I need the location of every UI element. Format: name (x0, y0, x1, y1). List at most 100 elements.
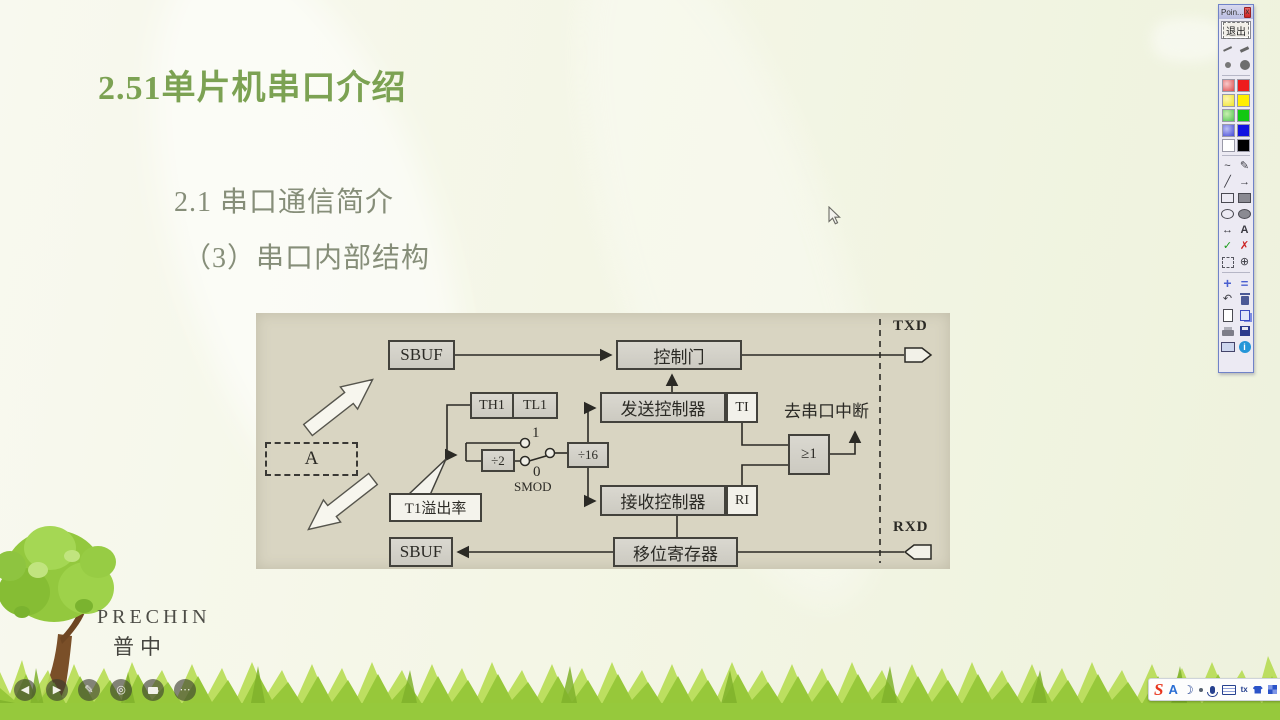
microphone-icon[interactable] (1207, 685, 1219, 697)
color-green-soft[interactable] (1222, 109, 1235, 122)
back-icon: ◀ (20, 683, 30, 696)
pen-tool[interactable]: ✎ (1237, 159, 1252, 173)
toolbar-titlebar[interactable]: Poin... x (1219, 5, 1253, 19)
exit-button-label: 退出 (1223, 21, 1249, 39)
input-method-bar: S A ☽ tx (1148, 678, 1280, 701)
check-tool[interactable]: ✓ (1220, 239, 1235, 253)
monitor-icon (1220, 342, 1235, 352)
equals-icon: = (1240, 275, 1249, 291)
media-controls: ◀ ▶ ✎ ◎ ⋯ (14, 679, 196, 701)
color-red-solid[interactable] (1237, 79, 1250, 92)
color-red-soft[interactable] (1222, 79, 1235, 92)
diagram-connectors (302, 319, 933, 563)
stroke-thin-button[interactable] (1220, 42, 1235, 56)
th1-box: TH1 (470, 392, 514, 419)
select-tool[interactable] (1220, 255, 1235, 269)
page-icon (1222, 308, 1233, 322)
ri-flag-box: RI (726, 485, 758, 516)
zoom-in-button[interactable]: + (1220, 276, 1235, 290)
print-button[interactable] (1220, 324, 1235, 338)
switch-position-1-label: 1 (532, 425, 540, 441)
color-yellow-soft[interactable] (1222, 94, 1235, 107)
color-black[interactable] (1237, 139, 1250, 152)
camera-button[interactable] (142, 679, 164, 701)
switch-position-0-label: 0 (533, 464, 541, 480)
color-white[interactable] (1222, 139, 1235, 152)
toolbox-icon[interactable] (1267, 685, 1277, 694)
undo-button[interactable]: ↶ (1220, 292, 1235, 306)
control-gate-box: 控制门 (616, 340, 742, 370)
sbuf-receive-box: SBUF (389, 537, 453, 567)
freehand-tool[interactable]: ~ (1220, 159, 1235, 173)
more-button[interactable]: ⋯ (174, 679, 196, 701)
stroke-thick-icon (1239, 45, 1250, 53)
screen-button[interactable] (1220, 340, 1235, 354)
exit-button[interactable]: 退出 (1221, 21, 1251, 39)
play-button[interactable]: ▶ (46, 679, 68, 701)
toolbar-divider (1222, 272, 1250, 273)
arrow-tool[interactable]: → (1237, 175, 1252, 189)
soft-keyboard-icon[interactable] (1221, 684, 1236, 695)
filled-ellipse-icon (1238, 209, 1251, 219)
color-blue-soft[interactable] (1222, 124, 1235, 137)
fullwidth-moon-icon[interactable]: ☽ (1182, 682, 1194, 697)
pen-size-small-button[interactable] (1220, 58, 1235, 72)
undo-icon: ↶ (1222, 292, 1233, 305)
skin-icon[interactable] (1252, 685, 1263, 694)
save-button[interactable] (1237, 324, 1252, 338)
line-tool[interactable]: ╱ (1220, 175, 1235, 189)
punctuation-icon[interactable] (1198, 687, 1203, 692)
annotate-button[interactable]: ✎ (78, 679, 100, 701)
copy-page-button[interactable] (1237, 308, 1252, 322)
input-mode-icon[interactable]: tx (1240, 684, 1248, 694)
sogou-logo-icon[interactable]: S (1154, 680, 1164, 699)
back-button[interactable]: ◀ (14, 679, 36, 701)
tree-illustration (0, 526, 116, 696)
text-tool-icon: A (1240, 223, 1249, 236)
sbuf-transmit-box: SBUF (388, 340, 455, 370)
text-tool[interactable]: A (1237, 223, 1252, 237)
close-icon: x (1245, 6, 1250, 16)
double-arrow-tool[interactable]: ↔ (1220, 223, 1235, 237)
ellipse-tool[interactable] (1220, 207, 1235, 221)
tl1-box: TL1 (512, 392, 558, 419)
filled-ellipse-tool[interactable] (1237, 207, 1252, 221)
pen-size-large-icon (1239, 60, 1250, 70)
cross-tool[interactable]: ✗ (1237, 239, 1252, 253)
stroke-thick-button[interactable] (1237, 42, 1252, 56)
close-button[interactable]: x (1243, 6, 1251, 18)
save-icon (1239, 326, 1250, 336)
watermark (1152, 18, 1224, 62)
ellipse-icon (1221, 209, 1234, 219)
clear-button[interactable] (1237, 292, 1252, 306)
bus-arrow-down-icon (307, 472, 379, 531)
brand-logo-cn: 普中 (113, 635, 167, 659)
shift-register-box: 移位寄存器 (613, 537, 738, 567)
color-green-solid[interactable] (1237, 109, 1250, 122)
ime-language-icon[interactable]: A (1168, 682, 1178, 697)
to-serial-interrupt-label: 去串口中断 (784, 402, 869, 421)
stroke-thin-icon (1223, 46, 1232, 52)
pencil-icon: ✎ (84, 683, 94, 696)
zoom-reset-button[interactable]: = (1237, 276, 1252, 290)
play-icon: ▶ (52, 683, 62, 696)
color-blue-solid[interactable] (1237, 124, 1250, 137)
rectangle-icon (1221, 193, 1234, 203)
bus-arrow-up-icon (302, 378, 374, 437)
slide-subtitle-2: （3）串口内部结构 (183, 243, 431, 274)
line-icon: ╱ (1224, 175, 1231, 188)
filled-rectangle-icon (1238, 193, 1251, 203)
toolbar-divider (1222, 75, 1250, 76)
toolbar-tools: ~ ✎ ╱ → ↔ A ✓ ✗ (1219, 40, 1253, 372)
rectangle-tool[interactable] (1220, 191, 1235, 205)
camera-icon (148, 686, 159, 694)
info-button[interactable]: i (1237, 340, 1252, 354)
capture-button[interactable]: ◎ (110, 679, 132, 701)
filled-rectangle-tool[interactable] (1237, 191, 1252, 205)
info-icon: i (1238, 341, 1251, 353)
zoom-tool[interactable]: ⊕ (1237, 255, 1252, 269)
pen-size-large-button[interactable] (1237, 58, 1252, 72)
color-yellow-solid[interactable] (1237, 94, 1250, 107)
new-page-button[interactable] (1220, 308, 1235, 322)
